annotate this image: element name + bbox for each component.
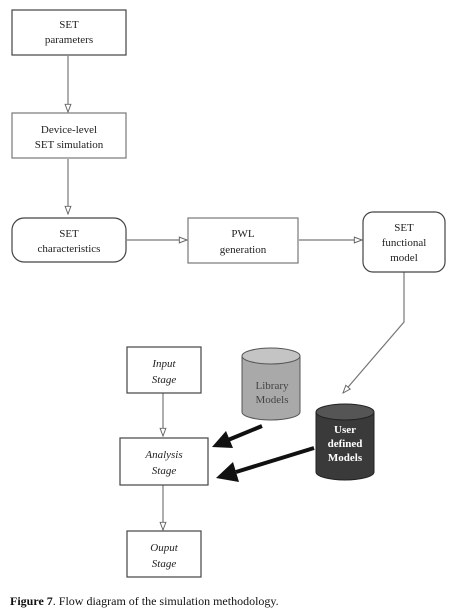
connectors [68, 56, 405, 530]
svg-text:Stage: Stage [152, 465, 177, 477]
library-models-cylinder: Library Models [241, 347, 301, 421]
bold-arrow-user-to-analysis [216, 446, 315, 482]
svg-text:SET: SET [59, 228, 79, 240]
svg-text:SET: SET [59, 19, 79, 31]
analysis-stage-box: Analysis Stage [119, 437, 209, 486]
set-functional-model-box: SET functional model [362, 211, 446, 273]
svg-text:Library: Library [256, 380, 289, 392]
bold-arrow-library-to-analysis [212, 424, 263, 448]
output-stage-box: Ouput Stage [126, 530, 202, 578]
figure-caption-text: . Flow diagram of the simulation methodo… [52, 594, 279, 608]
svg-text:Stage: Stage [152, 558, 177, 570]
pwl-generation-box: PWL generation [187, 217, 299, 264]
svg-text:Models: Models [256, 394, 289, 406]
svg-text:model: model [390, 252, 418, 264]
svg-text:User: User [334, 424, 356, 436]
svg-text:SET: SET [394, 222, 414, 234]
svg-text:Models: Models [328, 452, 363, 464]
device-simulation-box: Device-level SET simulation [11, 112, 127, 159]
arrow-functional-to-user-models [343, 272, 405, 393]
svg-text:Device-level: Device-level [41, 124, 97, 136]
svg-text:Stage: Stage [152, 374, 177, 386]
svg-text:PWL: PWL [231, 228, 255, 240]
user-defined-models-cylinder: User defined Models [315, 403, 375, 481]
set-characteristics-box: SET characteristics [11, 217, 127, 263]
figure-label: Figure 7 [10, 594, 53, 608]
svg-text:generation: generation [220, 244, 267, 256]
svg-text:characteristics: characteristics [38, 243, 101, 255]
svg-text:parameters: parameters [45, 34, 93, 46]
svg-text:Analysis: Analysis [144, 449, 182, 461]
svg-text:defined: defined [328, 438, 363, 450]
input-stage-box: Input Stage [126, 346, 202, 394]
svg-text:Input: Input [151, 358, 176, 370]
set-parameters-box: SET parameters [11, 9, 127, 56]
svg-text:Ouput: Ouput [150, 542, 178, 554]
figure-caption: Figure 7. Flow diagram of the simulation… [10, 594, 279, 609]
svg-text:functional: functional [382, 237, 427, 249]
svg-text:SET simulation: SET simulation [35, 139, 104, 151]
